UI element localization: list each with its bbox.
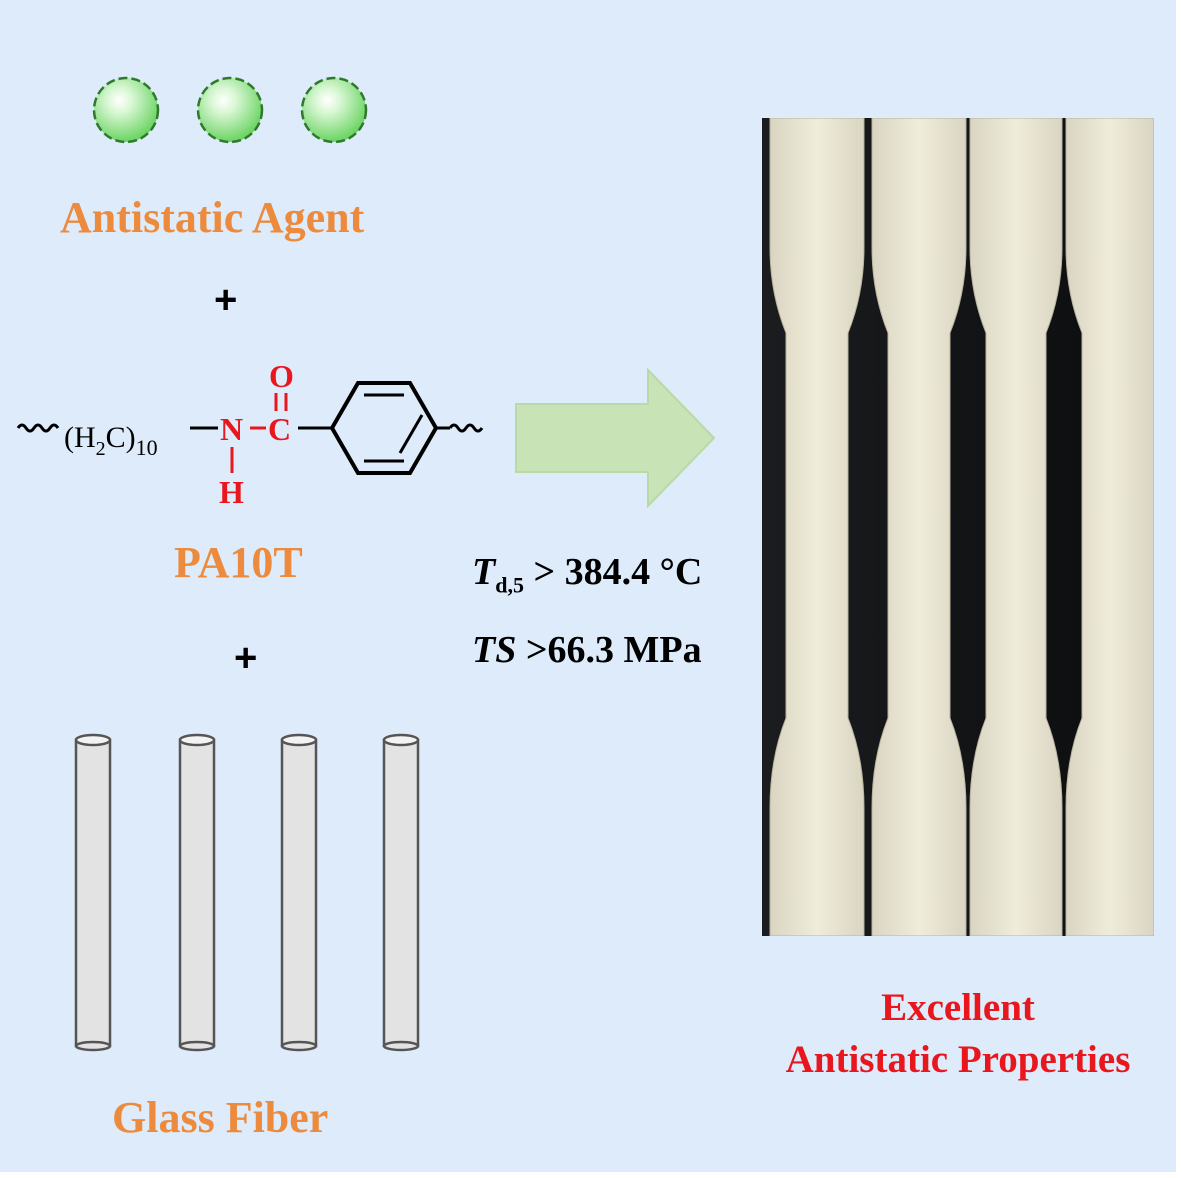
dogbone-specimen bbox=[871, 118, 967, 936]
methylene-chain-label: (H2C)10 bbox=[64, 421, 158, 460]
glass-cylinder-icon bbox=[74, 733, 112, 1052]
right-arrow-icon bbox=[515, 368, 716, 508]
wavy-bond-icon bbox=[16, 423, 60, 433]
green-sphere-icon bbox=[196, 76, 264, 144]
dogbone-specimen bbox=[769, 118, 865, 936]
green-sphere-icon bbox=[300, 76, 368, 144]
antistatic-agent-particles bbox=[92, 76, 368, 144]
plus-sign-2: + bbox=[234, 636, 258, 680]
glass-cylinder-icon bbox=[280, 733, 318, 1052]
glass-fiber-label: Glass Fiber bbox=[112, 1093, 329, 1142]
wavy-bond-icon bbox=[448, 423, 484, 433]
glass-cylinder-icon bbox=[178, 733, 216, 1052]
plus-sign-1: + bbox=[214, 278, 238, 322]
oxygen-atom: O bbox=[269, 358, 294, 394]
dogbone-specimen bbox=[969, 118, 1063, 936]
hydrogen-atom: H bbox=[219, 474, 244, 510]
glass-cylinder-icon bbox=[382, 733, 420, 1052]
glass-fibers bbox=[74, 733, 420, 1052]
green-sphere-icon bbox=[92, 76, 160, 144]
nitrogen-atom: N bbox=[220, 411, 243, 447]
pa10t-label: PA10T bbox=[174, 538, 303, 587]
excellent-antistatic-properties-label: Excellent Antistatic Properties bbox=[785, 986, 1131, 1081]
pa10t-structure: (H2C)10 N H C O bbox=[16, 358, 484, 510]
tensile-specimen-photo bbox=[762, 118, 1154, 936]
tensile-strength: TS >66.3 MPa bbox=[472, 629, 702, 671]
decomposition-temperature: Td,5 > 384.4 °C bbox=[472, 551, 703, 598]
carbon-atom: C bbox=[268, 411, 291, 447]
antistatic-agent-label: Antistatic Agent bbox=[60, 193, 365, 242]
dogbone-specimen bbox=[1065, 118, 1154, 936]
